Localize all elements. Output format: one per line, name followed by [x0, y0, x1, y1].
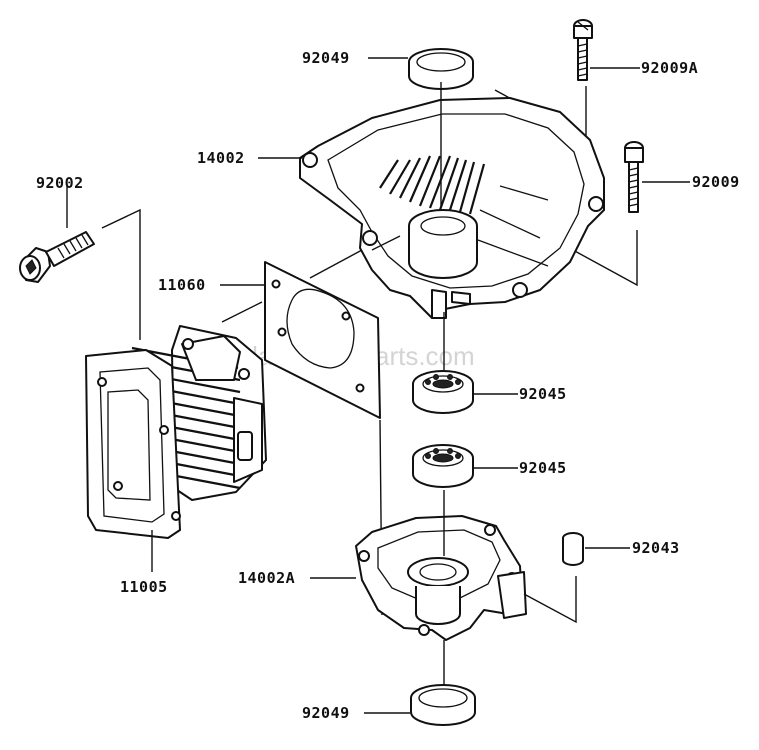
pin-part [562, 532, 584, 566]
gasket-guide-2 [309, 249, 363, 279]
label-bearing-upper: 92045 [519, 385, 567, 403]
crankcase-part [299, 97, 605, 319]
label-bearing-lower: 92045 [519, 459, 567, 477]
label-gasket: 11060 [158, 276, 206, 294]
bearing-upper-part [412, 370, 474, 414]
seal-bottom-part [410, 684, 476, 726]
bolt-left-guide [101, 208, 141, 340]
screw-right-part [624, 141, 644, 213]
cylinder-part [85, 325, 267, 539]
label-crankcase-lower: 14002A [238, 569, 295, 587]
label-seal-bottom: 92049 [302, 704, 350, 722]
label-seal-top: 92049 [302, 49, 350, 67]
label-bolt-left: 92002 [36, 174, 84, 192]
pin-guide [523, 576, 577, 624]
label-crankcase: 14002 [197, 149, 245, 167]
bolt-left-part [19, 231, 95, 283]
bearing-lower-part [412, 444, 474, 488]
gasket-part [264, 261, 381, 419]
label-cylinder: 11005 [120, 578, 168, 596]
crankcase-lower-part [355, 515, 527, 641]
label-screw-top: 92009A [641, 59, 698, 77]
gasket-guide-1 [221, 301, 263, 323]
screw-top-part [573, 19, 593, 81]
label-screw-right: 92009 [692, 173, 740, 191]
seal-top-part [408, 48, 474, 90]
label-pin: 92043 [632, 539, 680, 557]
